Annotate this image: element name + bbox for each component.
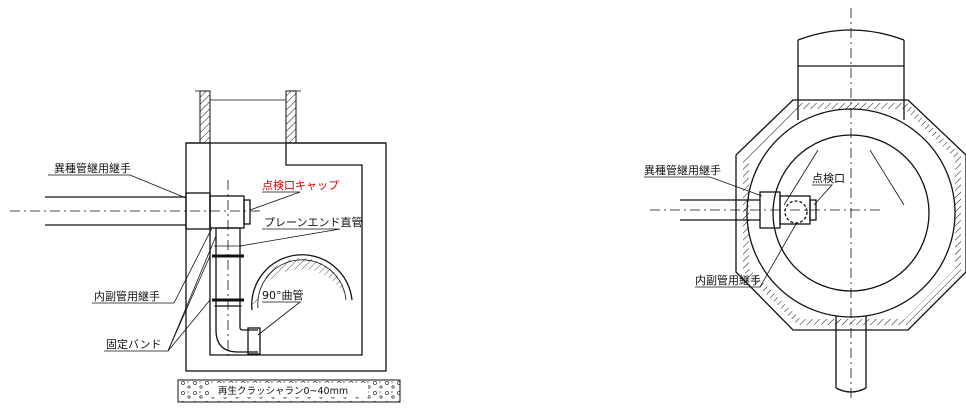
label-elbow-90: 90°曲管: [262, 288, 304, 302]
chamber-inner-wall: [209, 143, 363, 356]
right-plan-view: 異種管継用継手 点検口 内副管用継手: [644, 8, 966, 398]
left-section-view: 異種管継用継手 点検口キャップ プレーンエンド直管 内副管用継手 90°曲管 固…: [10, 90, 401, 403]
leader-joint: [48, 174, 187, 199]
label-inspection-cap: 点検口キャップ: [262, 178, 339, 192]
label-fixing-band: 固定バンド: [106, 337, 162, 351]
outlet-pipe-section: [251, 254, 353, 311]
label-dissimilar-joint-left: 異種管継用継手: [54, 161, 131, 175]
inspection-port-circle: [784, 200, 808, 224]
inspection-cap-body: [243, 199, 251, 225]
riser-wall-right: [285, 90, 297, 144]
octagon-outer: [735, 99, 966, 331]
label-inner-pipe-joint-left: 内副管用継手: [94, 289, 160, 303]
octagon-hatch: [743, 103, 961, 325]
label-inner-pipe-joint-right: 内副管用継手: [695, 273, 761, 287]
tee-fitting: [209, 195, 245, 229]
label-inspection-port: 点検口: [812, 171, 845, 185]
elbow-90: [215, 306, 258, 353]
label-base-material: 再生クラッシャラン0~40mm: [218, 385, 348, 397]
label-plain-end-pipe: プレーンエンド直管: [264, 215, 362, 229]
riser-wall-left: [199, 90, 211, 144]
label-dissimilar-joint-right: 異種管継用継手: [644, 163, 721, 177]
